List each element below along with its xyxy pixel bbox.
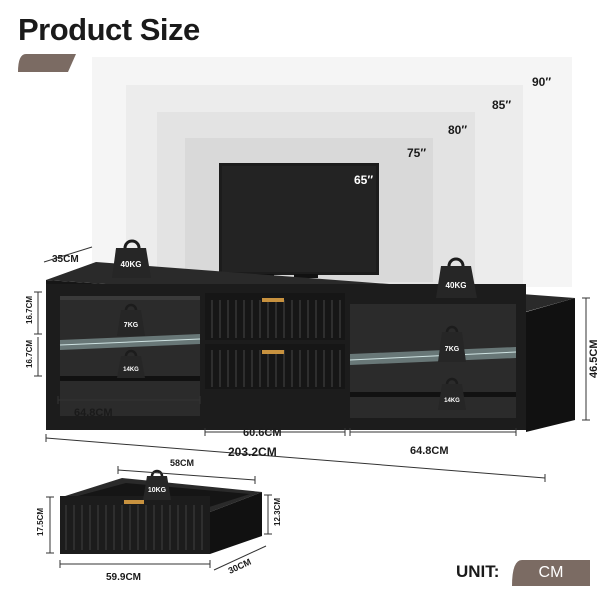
screen-size-label-65: 65″ (354, 173, 373, 187)
left-bottom-shelf (60, 376, 200, 381)
dim-drawer-height: 17.5CM (36, 508, 45, 536)
load-shelf-left: 7KG (124, 322, 139, 329)
weight-icon-shelf-right (438, 325, 466, 362)
drawer-dimension-lines (46, 466, 272, 571)
drawer-handle (124, 500, 144, 504)
console-side (526, 298, 575, 432)
dim-total-width: 203.2CM (228, 445, 277, 459)
dim-drawer-width: 59.9CM (106, 572, 141, 583)
load-drawer: 10KG (148, 487, 167, 494)
dim-drawer-inner-height: 12.3CM (273, 498, 282, 526)
dim-center-width: 60.6CM (243, 427, 282, 439)
lower-drawer-handle (262, 350, 284, 354)
screen-size-label-80: 80″ (448, 123, 467, 137)
drawer-side (210, 492, 262, 554)
unit-value: CM (538, 564, 564, 581)
load-bottom-right: 14KG (444, 398, 460, 404)
weight-icon-top-left (112, 239, 151, 278)
dim-total-height: 46.5CM (588, 339, 600, 378)
upper-drawer-handle (262, 298, 284, 302)
load-bottom-left: 14KG (123, 367, 139, 373)
tv-stand-right (294, 274, 318, 278)
load-top-right: 40KG (446, 281, 467, 290)
weight-icon-bottom-right (438, 377, 466, 410)
tv-console (46, 284, 575, 432)
dim-drawer-inner-width: 58CM (170, 458, 194, 468)
weight-icon-top-right (436, 257, 477, 298)
dim-drawer-depth: 30CM (227, 557, 253, 576)
load-shelf-right: 7KG (445, 346, 460, 353)
weight-icon-shelf-left (117, 303, 145, 336)
unit-label: UNIT: (456, 562, 500, 581)
unit-badge (512, 560, 590, 586)
load-top-left: 40KG (121, 260, 142, 269)
right-bottom-shelf (350, 392, 516, 397)
weight-icon-bottom-left (117, 349, 145, 378)
title-accent-swoosh (18, 54, 76, 72)
screen-size-label-90: 90″ (532, 75, 551, 89)
dim-left-width: 64.8CM (74, 407, 113, 419)
dimension-lines (34, 246, 590, 482)
dim-upper-height: 16.7CM (25, 296, 34, 324)
dim-right-width: 64.8CM (410, 445, 449, 457)
screen-size-label-85: 85″ (492, 98, 511, 112)
page-title: Product Size (18, 12, 200, 47)
weight-icon-drawer (143, 469, 171, 500)
drawer-detail (60, 469, 262, 554)
dim-depth: 35CM (52, 254, 79, 265)
screen-size-label-75: 75″ (407, 146, 426, 160)
dim-lower-height: 16.7CM (25, 340, 34, 368)
